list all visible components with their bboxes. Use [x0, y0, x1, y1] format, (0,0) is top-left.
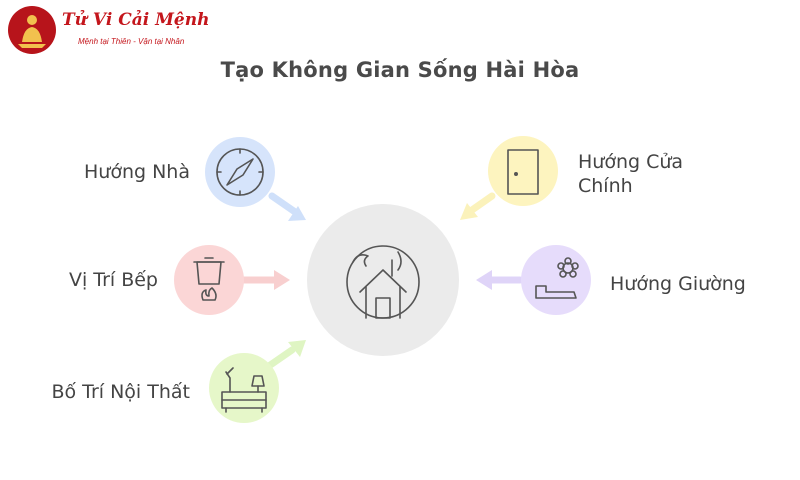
- label-vi-tri-bep: Vị Trí Bếp: [68, 269, 158, 291]
- node-huong-giuong: [521, 245, 591, 315]
- logo-title: Tử Vi Cải Mệnh: [62, 10, 210, 30]
- label-bo-tri-noi-that: Bố Trí Nội Thất: [51, 381, 190, 403]
- stove-pot-icon: [193, 257, 225, 301]
- label-huong-cua-chinh: Hướng Cửa Chính: [578, 150, 683, 198]
- furniture-icon: [221, 367, 267, 413]
- arrow-from-bo-tri-noi-that: [262, 340, 306, 372]
- logo-subtitle: Mệnh tại Thiên - Vận tại Nhân: [78, 37, 185, 46]
- label-huong-cua-chinh-line1: Hướng Cửa: [578, 151, 684, 173]
- brand-logo[interactable]: Tử Vi Cải Mệnh Mệnh tại Thiên - Vận tại …: [8, 6, 209, 56]
- page-title: Tạo Không Gian Sống Hài Hòa: [220, 58, 580, 82]
- arrow-from-huong-giuong: [476, 270, 524, 290]
- center-node: [307, 204, 459, 356]
- node-bo-tri-noi-that: [209, 353, 279, 423]
- arrow-from-vi-tri-bep: [236, 270, 290, 290]
- bed-icon: [535, 257, 579, 299]
- arrow-from-huong-nha: [268, 192, 306, 221]
- label-huong-cua-chinh-line2: Chính: [578, 175, 633, 197]
- node-vi-tri-bep: [174, 245, 244, 315]
- compass-icon: [216, 148, 264, 196]
- door-icon: [507, 149, 539, 195]
- node-huong-cua-chinh: [488, 136, 558, 206]
- label-huong-nha: Hướng Nhà: [84, 161, 190, 183]
- label-huong-giuong: Hướng Giường: [610, 273, 746, 295]
- arrow-from-huong-cua-chinh: [460, 192, 496, 220]
- node-huong-nha: [205, 137, 275, 207]
- buddha-logo-icon: [8, 6, 56, 54]
- house-icon: [346, 245, 420, 319]
